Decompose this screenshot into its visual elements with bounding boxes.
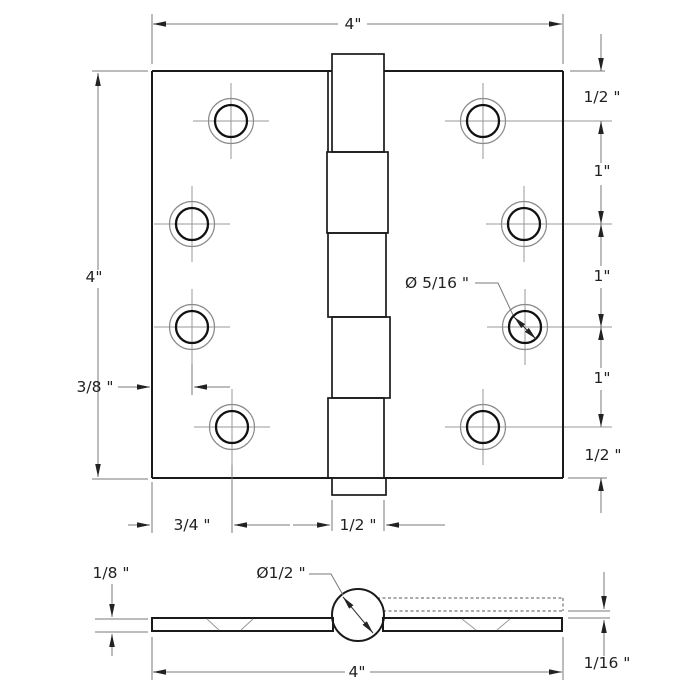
dim-barrel-diameter: Ø1/2 " <box>256 564 344 596</box>
screw-hole <box>459 97 507 145</box>
screw-hole <box>501 303 549 351</box>
screw-holes <box>168 97 549 451</box>
dim-top-width: 4" <box>151 14 564 64</box>
screw-hole <box>168 200 216 248</box>
screw-hole <box>168 303 216 351</box>
dim-leaf-gap: 1/16 " <box>568 572 630 672</box>
dim-leaf-thickness: 1/8 " <box>92 564 148 656</box>
hole-diameter-label: Ø 5/16 " <box>405 274 469 292</box>
leaf-gap-label: 1/16 " <box>584 654 631 672</box>
dim-left-height-label: 4" <box>86 268 103 286</box>
dim-left-height: 4" <box>86 70 148 480</box>
dim-barrel-width: 1/2 " <box>293 500 445 534</box>
screw-hole <box>208 403 256 451</box>
dim-side-overall-width: 4" <box>151 637 564 681</box>
dim-top-width-label: 4" <box>345 15 362 33</box>
front-view: 4" 4" 3/8 " 1/2 <box>76 14 622 534</box>
barrel-diameter-label: Ø1/2 " <box>256 564 305 582</box>
dim-bottom-edge-to-hole: 3/4 " <box>128 465 290 534</box>
barrel-diameter-arrow <box>342 596 374 634</box>
dim-right-chain: 1/2 " 1" 1" 1" 1/2 " <box>568 34 622 513</box>
side-overall-width-label: 4" <box>349 663 366 681</box>
chain-label-one-3: 1" <box>594 369 611 387</box>
edge-to-outer-holes-label: 3/4 " <box>173 516 210 534</box>
dim-edge-inner-label: 3/8 " <box>76 378 113 396</box>
dim-edge-to-inner-holes: 3/8 " <box>76 364 230 396</box>
hole-centerlines <box>154 83 612 465</box>
screw-hole <box>459 403 507 451</box>
screw-hole <box>207 97 255 145</box>
chain-label-top-half: 1/2 " <box>583 88 620 106</box>
chain-label-one-2: 1" <box>594 267 611 285</box>
screw-hole <box>500 200 548 248</box>
dashed-leaf-alternate-position <box>377 597 564 612</box>
hinge-leaves-outline <box>151 70 564 479</box>
dim-hole-diameter: Ø 5/16 " <box>405 274 537 340</box>
leaf-thickness-label: 1/8 " <box>92 564 129 582</box>
barrel-section-circle <box>331 588 385 642</box>
side-view: Ø1/2 " 1/8 " 1/16 " 4" <box>92 564 630 681</box>
hinge-barrel-knuckles <box>326 53 391 496</box>
chain-label-one-1: 1" <box>594 162 611 180</box>
barrel-width-label: 1/2 " <box>339 516 376 534</box>
chain-label-bottom-half: 1/2 " <box>584 446 621 464</box>
leaf-chamfer-marks <box>206 618 511 631</box>
